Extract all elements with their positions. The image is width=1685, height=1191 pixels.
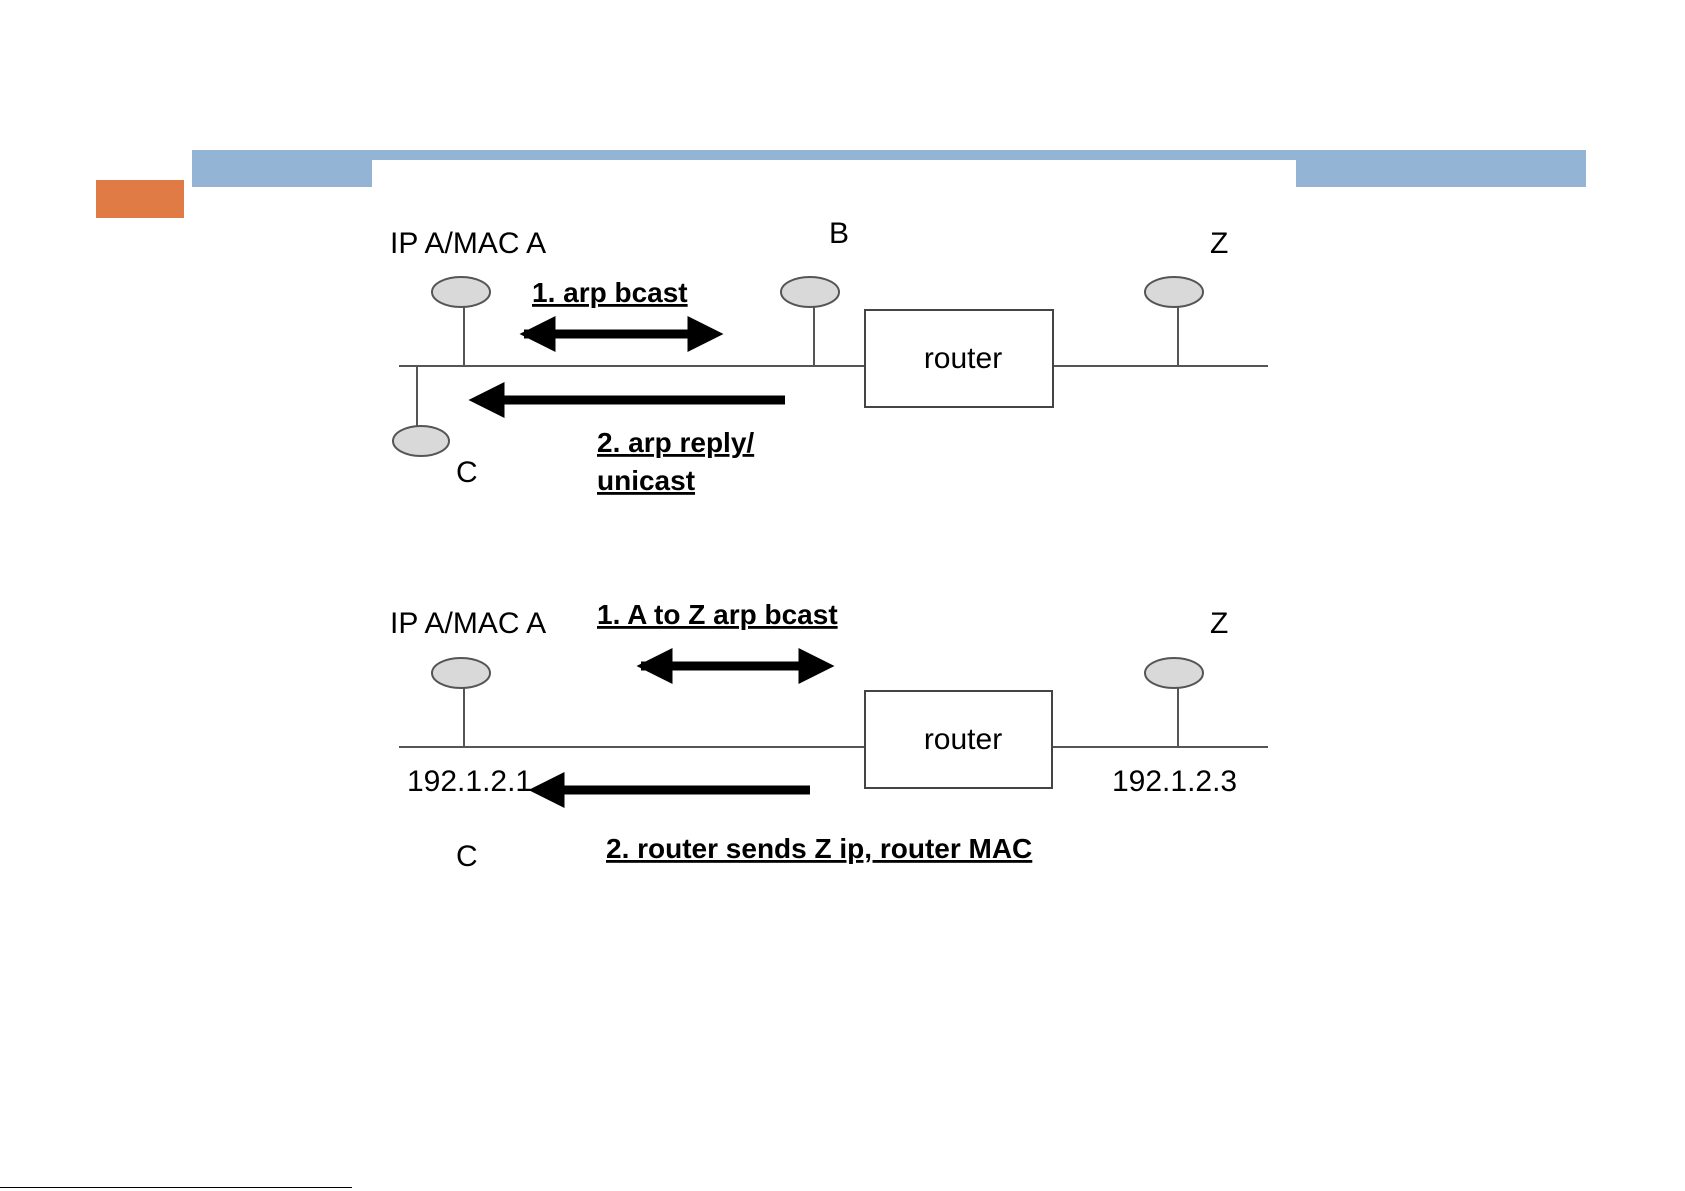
step-2-label: 2. router sends Z ip, router MAC (606, 833, 1032, 864)
node-a (432, 658, 490, 688)
step-1-label: 1. A to Z arp bcast (597, 599, 838, 630)
node-c-label: C (456, 840, 478, 873)
node-z-label: Z (1210, 227, 1228, 260)
ip-a-label: 192.1.2.1 (407, 765, 532, 798)
node-z (1145, 658, 1203, 688)
node-c (393, 426, 449, 456)
node-z-label: Z (1210, 607, 1228, 640)
diagram-1: router IP A/MAC A B Z C 1. arp bcast 2. … (390, 217, 1268, 496)
router-label: router (924, 723, 1002, 756)
node-b (781, 277, 839, 307)
step-1-label: 1. arp bcast (532, 277, 688, 308)
router-label: router (924, 342, 1002, 375)
node-a (432, 277, 490, 307)
diagram-2: router IP A/MAC A Z C 192.1.2.1 192.1.2.… (390, 599, 1268, 873)
ip-z-label: 192.1.2.3 (1112, 765, 1237, 798)
footer-rule (0, 1187, 352, 1188)
node-z (1145, 277, 1203, 307)
node-b-label: B (829, 217, 849, 250)
node-c-label: C (456, 456, 478, 489)
step-2-label-line1: 2. arp reply/ (597, 427, 754, 458)
node-a-label: IP A/MAC A (390, 227, 546, 260)
node-a-label: IP A/MAC A (390, 607, 546, 640)
step-2-label-line2: unicast (597, 465, 695, 496)
